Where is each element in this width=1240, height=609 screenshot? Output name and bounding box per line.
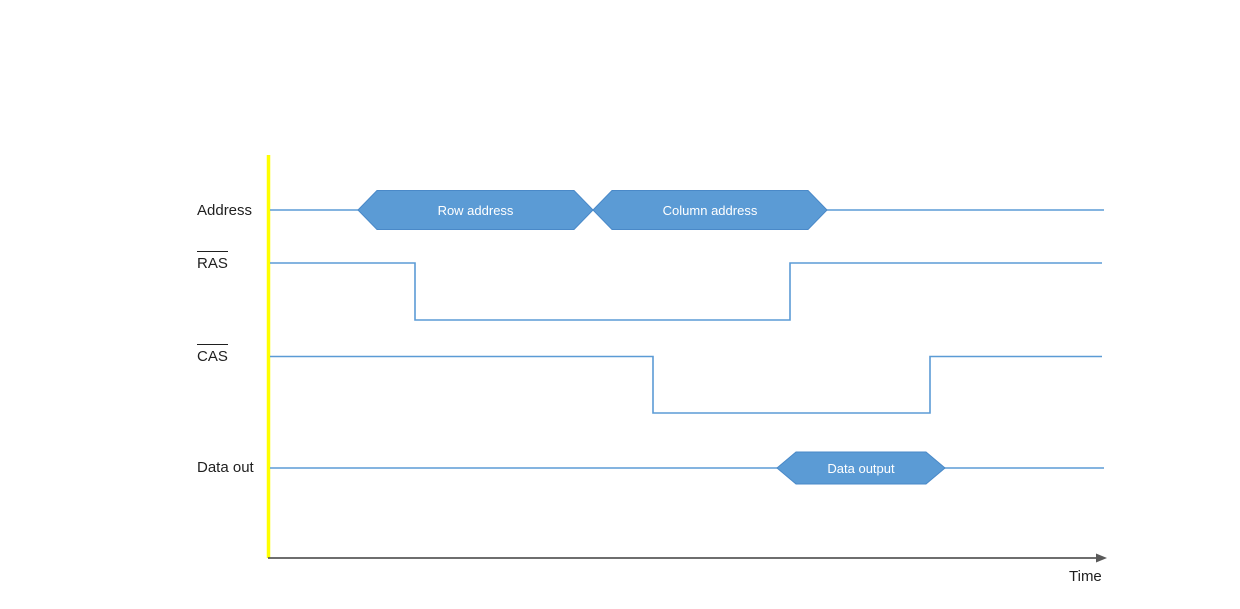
time-axis-arrowhead [1096, 553, 1107, 563]
ras-waveform [270, 262, 1102, 321]
bus-label-column-address: Column address [662, 202, 758, 218]
signal-label-ras-text: RAS [197, 251, 228, 274]
bus-label-row-address: Row address [437, 202, 514, 218]
signal-label-ras: RAS [197, 251, 228, 274]
signal-label-cas: CAS [197, 344, 228, 367]
signal-label-address-text: Address [197, 202, 253, 219]
data-output-bus-shape [776, 451, 946, 485]
signal-label-data-out-text: Data out [197, 459, 254, 476]
signal-label-cas-text: CAS [197, 344, 228, 367]
signal-label-address: Address [197, 201, 252, 221]
signal-label-data-out: Data out [197, 458, 254, 478]
cas-waveform [270, 355, 1102, 414]
time-axis-label: Time [1069, 568, 1102, 585]
bus-label-data-output: Data output [827, 460, 895, 476]
column-address-bus-shape [592, 190, 828, 230]
